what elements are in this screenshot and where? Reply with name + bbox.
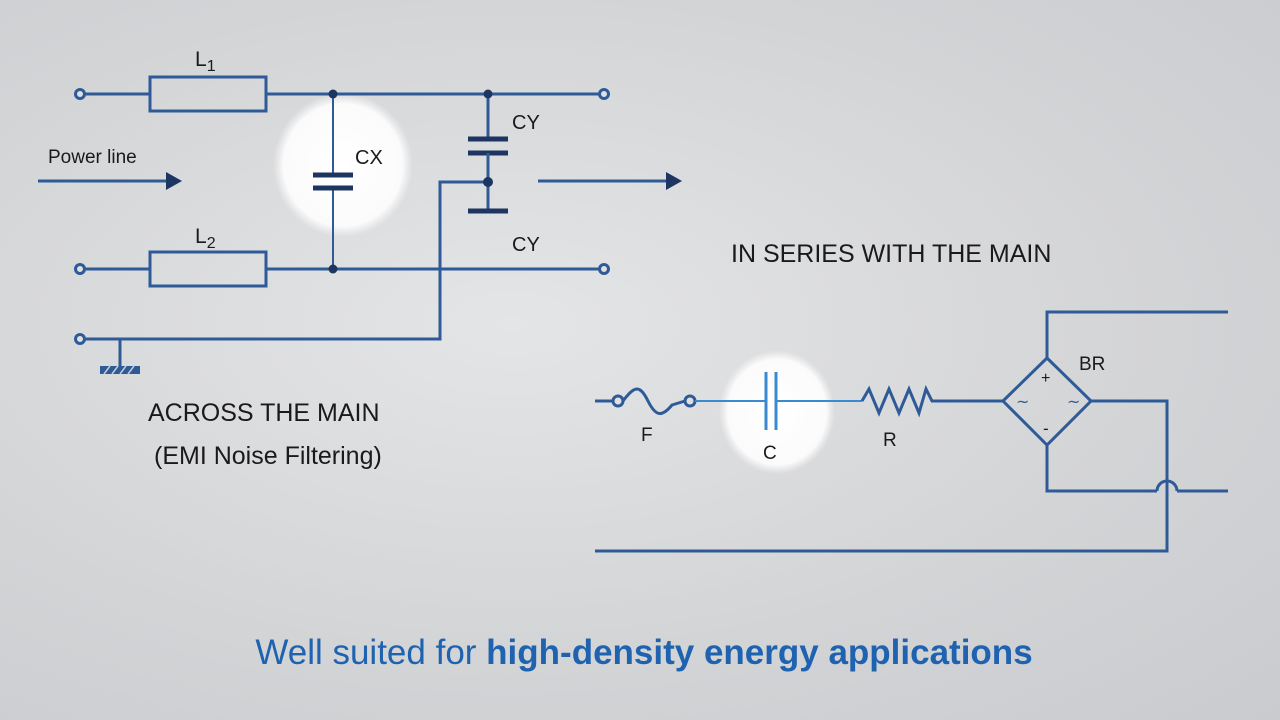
junction-dot (328, 264, 338, 274)
resistor (860, 384, 1003, 418)
label-br: BR (1079, 354, 1105, 375)
junction-dot (483, 89, 493, 99)
junction-dot (328, 89, 338, 99)
label-power-line: Power line (48, 147, 137, 168)
inductor-l1 (148, 75, 268, 113)
tagline: Well suited for high-density energy appl… (255, 633, 1032, 672)
ac-right-icon: ~ (1067, 392, 1080, 411)
inductor-l2 (148, 250, 268, 288)
terminal (74, 333, 86, 345)
ground-symbol (100, 366, 140, 374)
arrowhead (666, 172, 682, 190)
label-c: C (763, 443, 777, 464)
cx-highlight (273, 93, 413, 237)
label-cx: CX (355, 147, 383, 169)
label-minus: - (1043, 419, 1049, 438)
series-circuit (595, 310, 1228, 553)
terminal (74, 263, 86, 275)
label-r: R (883, 430, 897, 451)
arrowhead (166, 172, 182, 190)
label-plus: + (1041, 370, 1050, 387)
fuse (611, 394, 625, 408)
terminal (598, 263, 610, 275)
label-cy-top: CY (512, 112, 540, 134)
terminal (598, 88, 610, 100)
title-in-series: IN SERIES WITH THE MAIN (731, 240, 1051, 268)
label-l2: L2 (195, 225, 216, 252)
emi-filter-circuit (38, 75, 668, 367)
caption-emi-noise-filtering: (EMI Noise Filtering) (154, 442, 382, 470)
terminal (74, 88, 86, 100)
label-l1: L1 (195, 48, 216, 75)
label-cy-bottom: CY (512, 234, 540, 256)
junction-dot (483, 177, 493, 187)
label-f: F (641, 425, 653, 446)
caption-across-the-main: ACROSS THE MAIN (148, 399, 380, 427)
ac-left-icon: ~ (1016, 392, 1029, 411)
